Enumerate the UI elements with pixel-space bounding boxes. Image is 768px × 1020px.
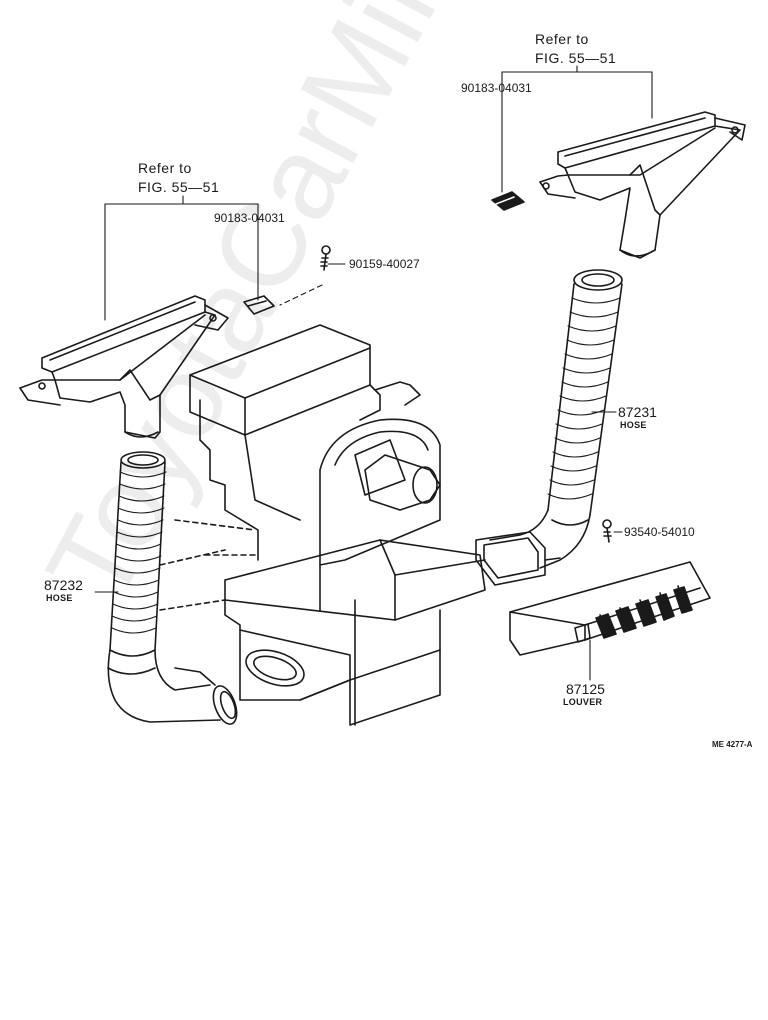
upper-screw — [320, 245, 331, 271]
refer-to-label-left: Refer to — [138, 160, 192, 176]
clip-part-number-left: 90183-04031 — [214, 211, 285, 225]
screw-part-number-lower: 93540-54010 — [624, 525, 695, 539]
louver-name: LOUVER — [563, 697, 603, 707]
figure-reference-right: FIG. 55—51 — [535, 50, 617, 66]
lower-screw — [602, 519, 612, 543]
heater-unit — [159, 324, 486, 726]
left-hose — [107, 451, 238, 725]
figure-code: ME 4277-A — [712, 740, 753, 749]
louver-part-number: 87125 — [566, 681, 605, 697]
clip-part-number-right: 90183-04031 — [461, 81, 532, 95]
figure-reference-left: FIG. 55—51 — [138, 179, 220, 195]
right-clip — [491, 191, 525, 211]
left-defroster-nozzle — [19, 295, 229, 439]
refer-to-label-right: Refer to — [535, 31, 589, 47]
right-hose — [475, 269, 623, 586]
left-clip — [243, 295, 275, 315]
leader-lines — [94, 65, 653, 681]
hose-name-right: HOSE — [620, 420, 647, 430]
right-defroster-nozzle — [539, 111, 746, 259]
screw-part-number-upper: 90159-40027 — [349, 257, 420, 271]
louver — [509, 561, 711, 656]
hose-name-left: HOSE — [46, 593, 73, 603]
hose-part-number-right: 87231 — [618, 404, 657, 420]
hose-part-number-left: 87232 — [44, 577, 83, 593]
